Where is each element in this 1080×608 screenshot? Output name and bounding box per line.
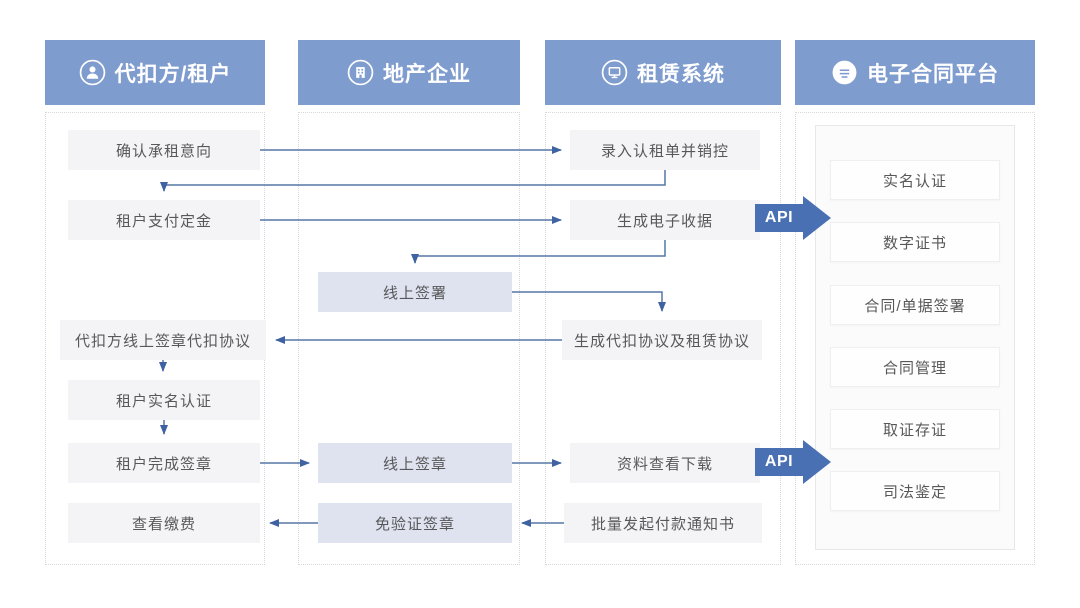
node-enter-rental-order: 录入认租单并销控 — [570, 130, 760, 170]
lane-header-leasing-system: 租赁系统 — [545, 40, 781, 105]
node-label: 取证存证 — [882, 421, 947, 439]
node-label: 线上签章 — [382, 455, 447, 473]
lane-header-realestate: 地产企业 — [298, 40, 520, 105]
system-icon — [601, 59, 628, 86]
node-withholder-sign: 代扣方线上签章代扣协议 — [60, 320, 266, 360]
node-gen-agreements: 生成代扣协议及租赁协议 — [562, 320, 762, 360]
node-view-download: 资料查看下载 — [570, 443, 760, 483]
building-icon — [347, 59, 374, 86]
node-online-signing: 线上签署 — [318, 272, 512, 312]
node-gen-receipt: 生成电子收据 — [570, 200, 760, 240]
lane-title: 代扣方/租户 — [114, 62, 232, 86]
node-realname-auth: 实名认证 — [830, 160, 1000, 200]
api-arrow-receipt: API — [755, 196, 831, 240]
node-pay-deposit: 租户支付定金 — [68, 200, 260, 240]
node-confirm-intent: 确认承租意向 — [68, 130, 260, 170]
node-tenant-sign-done: 租户完成签章 — [68, 443, 260, 483]
api-arrow-download: API — [755, 440, 831, 484]
node-label: 生成电子收据 — [616, 212, 713, 230]
node-label: 数字证书 — [882, 234, 947, 252]
node-label: 租户实名认证 — [115, 392, 212, 410]
node-evidence-storage: 取证存证 — [830, 409, 1000, 449]
node-label: 合同/单据签署 — [864, 297, 966, 315]
node-tenant-realname: 租户实名认证 — [68, 380, 260, 420]
node-view-payment: 查看缴费 — [68, 503, 260, 543]
api-arrowhead — [803, 196, 831, 240]
user-icon — [79, 59, 105, 86]
lane-title: 地产企业 — [383, 62, 471, 86]
lane-body-realestate — [298, 112, 520, 565]
node-label: 租户支付定金 — [115, 212, 212, 230]
api-label: API — [755, 448, 803, 476]
node-online-seal: 线上签章 — [318, 443, 512, 483]
node-noverify-seal: 免验证签章 — [318, 503, 512, 543]
node-label: 免验证签章 — [374, 515, 455, 533]
node-label: 代扣方线上签章代扣协议 — [74, 332, 251, 350]
lane-header-tenant: 代扣方/租户 — [45, 40, 265, 105]
node-digital-cert: 数字证书 — [830, 222, 1000, 262]
node-label: 资料查看下载 — [616, 455, 713, 473]
node-label: 线上签署 — [382, 284, 447, 302]
node-label: 录入认租单并销控 — [600, 142, 729, 160]
node-label: 批量发起付款通知书 — [590, 515, 735, 533]
node-judicial-appraisal: 司法鉴定 — [830, 471, 1000, 511]
node-label: 合同管理 — [882, 359, 947, 377]
node-label: 确认承租意向 — [115, 142, 212, 160]
node-batch-notice: 批量发起付款通知书 — [564, 503, 762, 543]
node-label: 查看缴费 — [131, 515, 196, 533]
lane-title: 租赁系统 — [637, 62, 725, 86]
node-label: 实名认证 — [882, 172, 947, 190]
api-arrowhead — [803, 440, 831, 484]
contract-seal-icon — [832, 60, 857, 85]
lane-body-contract-platform — [795, 112, 1035, 565]
lane-header-contract-platform: 电子合同平台 — [795, 40, 1035, 105]
lane-title: 电子合同平台 — [867, 62, 999, 86]
api-label: API — [755, 204, 803, 232]
node-contract-sign: 合同/单据签署 — [830, 285, 1000, 325]
node-label: 司法鉴定 — [882, 483, 947, 501]
node-label: 生成代扣协议及租赁协议 — [573, 332, 750, 350]
node-label: 租户完成签章 — [115, 455, 212, 473]
lane-body-leasing-system — [545, 112, 781, 565]
node-contract-mgmt: 合同管理 — [830, 347, 1000, 387]
